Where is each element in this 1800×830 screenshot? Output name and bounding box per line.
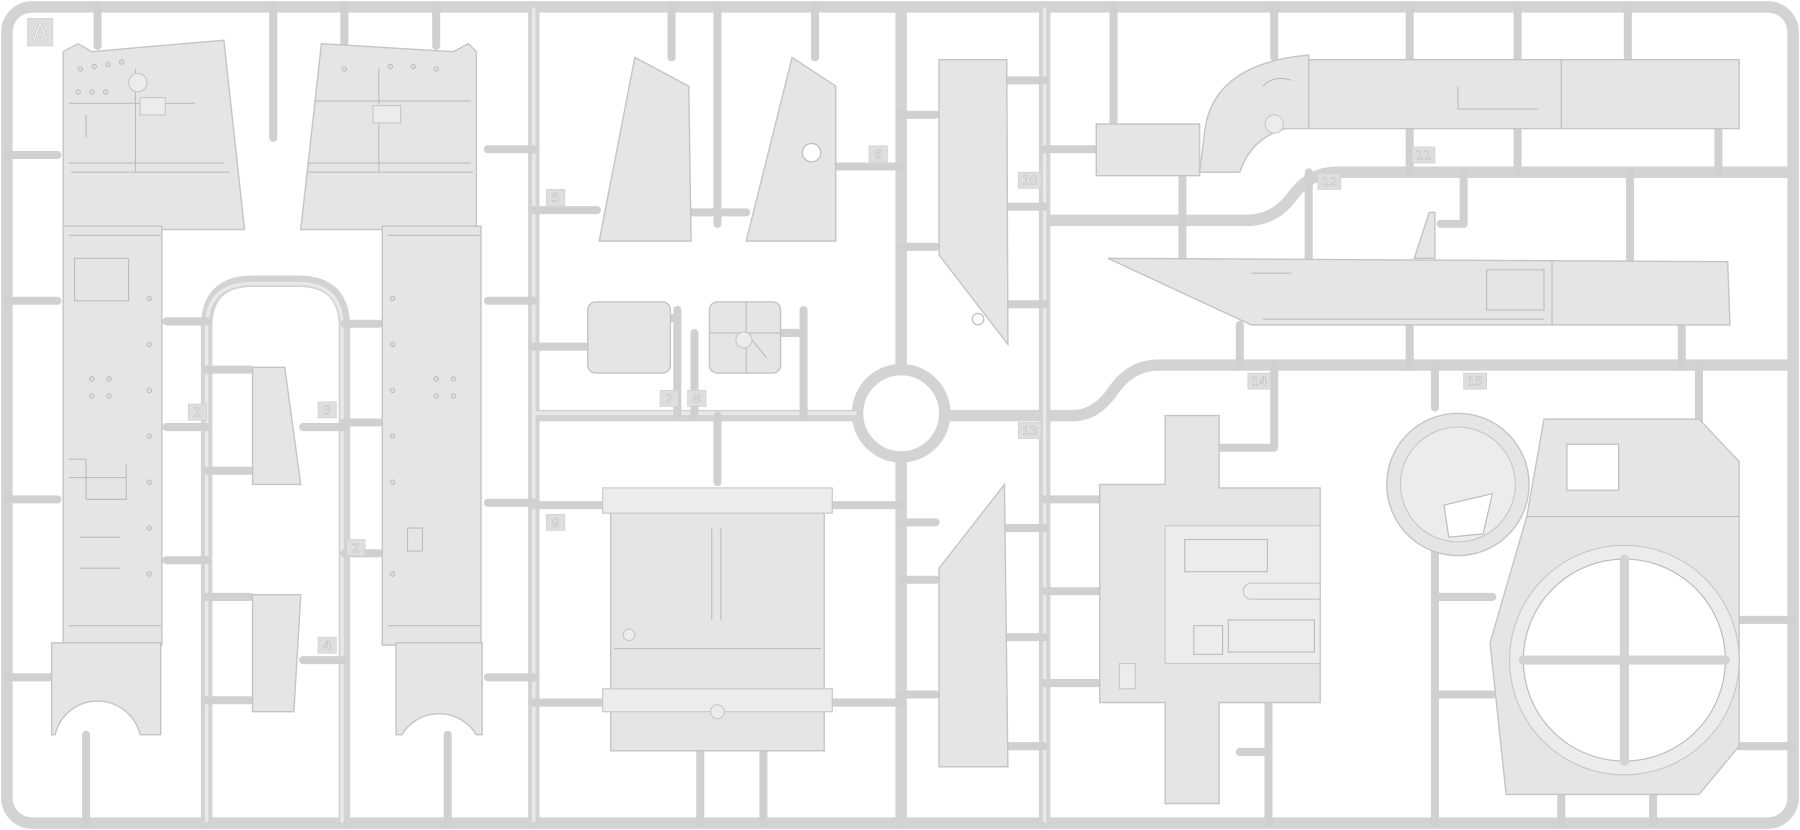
panel-hole	[971, 312, 985, 326]
upper-hull-plate-11[interactable]	[1095, 54, 1740, 177]
part-number-10: 10	[1022, 173, 1038, 188]
part-number-4: 4	[323, 638, 331, 653]
plate-part-lower[interactable]	[251, 593, 302, 713]
side-panel-13[interactable]	[938, 482, 1009, 768]
upper-hull-plate-12[interactable]	[1107, 211, 1731, 326]
part-number-9: 9	[552, 515, 560, 530]
hull-side-left[interactable]	[50, 39, 246, 736]
part-number-6: 6	[874, 146, 882, 161]
runner-ring	[851, 363, 951, 463]
fender-plate-5[interactable]	[598, 56, 692, 242]
floor-plate-9[interactable]	[602, 487, 833, 752]
curved-runner-upper	[1038, 166, 1799, 227]
plate-hole	[801, 142, 822, 163]
part-number-3: 3	[323, 402, 331, 417]
part-number-2: 2	[352, 540, 360, 555]
part-number-13: 13	[1022, 423, 1038, 438]
part-number-12: 12	[1321, 174, 1337, 189]
part-number-15: 15	[1467, 374, 1483, 389]
hatch-handle	[735, 331, 753, 349]
part-number-1: 1	[193, 405, 201, 420]
part-number-7: 7	[665, 391, 673, 406]
fender-plate-6[interactable]	[745, 56, 837, 242]
rivets	[341, 63, 457, 577]
turret-plate-15[interactable]	[1386, 412, 1740, 796]
part-number-tags: 1 2 3 4 5 6 7 8 9 10 11 12 13 14 15	[187, 145, 1487, 654]
hull-side-right[interactable]	[299, 42, 483, 736]
part-number-5: 5	[552, 190, 560, 205]
hatch-plate-7[interactable]	[587, 301, 672, 374]
curved-runner-lower	[1038, 359, 1799, 422]
sprue-letter: A	[33, 21, 48, 46]
engine-deck-14[interactable]	[1099, 414, 1321, 805]
plate-part-upper[interactable]	[251, 366, 302, 486]
part-number-8: 8	[693, 391, 701, 406]
part-number-14: 14	[1251, 374, 1267, 389]
part-number-11: 11	[1415, 147, 1431, 162]
inner-loop-runner	[200, 275, 351, 829]
sprue-letter-tag: A	[27, 18, 54, 47]
side-panel-10[interactable]	[938, 59, 1009, 347]
runner-highlights	[204, 7, 1047, 823]
rivets	[75, 59, 152, 577]
